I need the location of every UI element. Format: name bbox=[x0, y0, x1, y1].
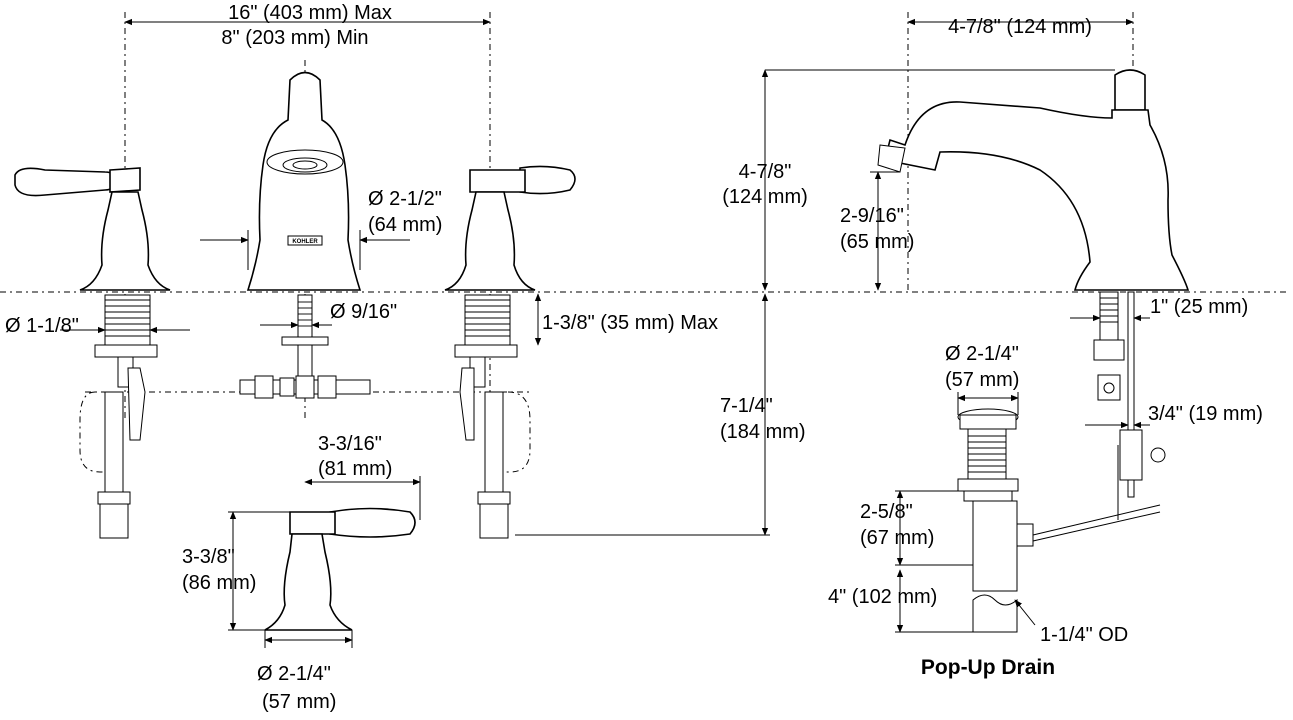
spread-max-label: 16" (403 mm) Max bbox=[228, 2, 392, 24]
below-deck-mm-label: (184 mm) bbox=[720, 421, 806, 443]
handle-base-dia-in-label: Ø 2-1/4" bbox=[257, 663, 331, 685]
below-deck-in-label: 7-1/4" bbox=[720, 395, 773, 417]
drain-body-mm-label: (67 mm) bbox=[860, 527, 934, 549]
valve-shank-dia-label: Ø 1-1/8" bbox=[5, 315, 79, 337]
dimension-labels: 16" (403 mm) Max 8" (203 mm) Min 4-7/8" … bbox=[5, 2, 1263, 713]
brand-label: KOHLER bbox=[292, 239, 318, 245]
pop-up-drain bbox=[957, 408, 1166, 633]
handle-height-mm-label: (86 mm) bbox=[182, 572, 256, 594]
spout-shank-dia-label: Ø 9/16" bbox=[330, 301, 397, 323]
handle-reach-in-label: 3-3/16" bbox=[318, 433, 382, 455]
aerator-height-mm-label: (65 mm) bbox=[840, 231, 914, 253]
drain-flange-dia-in-label: Ø 2-1/4" bbox=[945, 343, 1019, 365]
spout-height-mm-label: (124 mm) bbox=[722, 186, 808, 208]
spout-front: KOHLER bbox=[239, 71, 371, 399]
handle-reach-mm-label: (81 mm) bbox=[318, 458, 392, 480]
right-valve bbox=[444, 165, 576, 539]
spout-side bbox=[877, 69, 1190, 498]
spout-base-dia-mm-label: (64 mm) bbox=[368, 214, 442, 236]
pop-up-drain-caption: Pop-Up Drain bbox=[921, 656, 1055, 679]
spread-min-label: 8" (203 mm) Min bbox=[221, 27, 368, 49]
left-valve bbox=[14, 167, 171, 539]
spout-shank-offset-label: 1" (25 mm) bbox=[1150, 296, 1248, 318]
deck-thickness-label: 1-3/8" (35 mm) Max bbox=[542, 312, 718, 334]
dimension-lines bbox=[60, 18, 1150, 648]
tailpiece-od-label: 1-1/4" OD bbox=[1040, 624, 1128, 646]
drain-flange-dia-mm-label: (57 mm) bbox=[945, 369, 1019, 391]
tailpiece-length-label: 4" (102 mm) bbox=[828, 586, 937, 608]
drain-body-in-label: 2-5/8" bbox=[860, 501, 913, 523]
handle-height-in-label: 3-3/8" bbox=[182, 546, 235, 568]
handle-base-dia-mm-label: (57 mm) bbox=[262, 691, 336, 713]
aerator-height-in-label: 2-9/16" bbox=[840, 205, 904, 227]
spout-reach-label: 4-7/8" (124 mm) bbox=[948, 16, 1092, 38]
lift-rod-offset-label: 3/4" (19 mm) bbox=[1148, 403, 1263, 425]
spout-height-in-label: 4-7/8" bbox=[739, 161, 792, 183]
handle-detail bbox=[264, 507, 416, 631]
spout-base-dia-in-label: Ø 2-1/2" bbox=[368, 188, 442, 210]
